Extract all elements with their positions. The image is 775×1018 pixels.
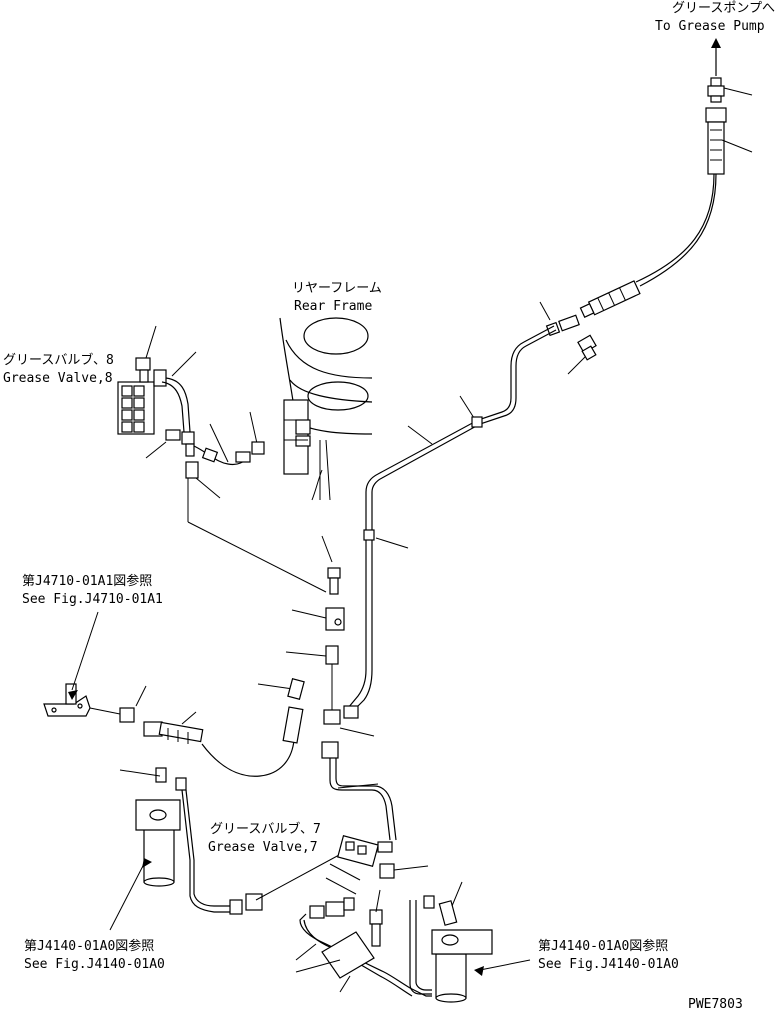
see-fig-j4710-label-jp: 第J4710-01A1図参照 bbox=[22, 573, 152, 589]
leader-line bbox=[723, 87, 753, 96]
leader-line bbox=[539, 301, 551, 321]
see-fig-j4140-left-label-en: See Fig.J4140-01A0 bbox=[24, 957, 165, 972]
see-fig-j4140-left-label-jp: 第J4140-01A0図参照 bbox=[24, 938, 154, 954]
drawing-code-label: PWE7803 bbox=[688, 997, 743, 1012]
grease-valve-7-label-jp: グリースバルブ、7 bbox=[210, 821, 321, 837]
leader-line bbox=[109, 859, 147, 931]
grease-valve-8-label-jp: グリースバルブ、8 bbox=[3, 352, 114, 368]
to-grease-pump-label-jp: グリースポンプへ bbox=[672, 1, 775, 16]
leader-line bbox=[337, 783, 379, 789]
leader-line bbox=[339, 975, 351, 993]
leader-line bbox=[393, 865, 429, 871]
leader-line bbox=[295, 959, 341, 973]
grease-valve-8 bbox=[117, 357, 167, 435]
see-fig-j4140-right-label-en: See Fig.J4140-01A0 bbox=[538, 957, 679, 972]
leader-line bbox=[567, 355, 587, 375]
rear-frame bbox=[279, 317, 373, 501]
leader-line bbox=[375, 537, 409, 549]
tube-clamp bbox=[471, 416, 483, 428]
steel-tube-main-edge bbox=[347, 325, 555, 709]
leader-arrow bbox=[68, 690, 78, 700]
leader-line bbox=[135, 685, 147, 707]
leader-line bbox=[451, 881, 463, 907]
leader-line bbox=[145, 441, 167, 459]
left-pin-boss bbox=[135, 767, 263, 915]
right-pin-boss bbox=[423, 895, 493, 1003]
grease-valve-7-label-en: Grease Valve,7 bbox=[208, 840, 318, 855]
leader-line bbox=[295, 943, 317, 961]
leader-arrow bbox=[142, 858, 152, 868]
to-pump-arrow bbox=[711, 38, 721, 76]
leader-line bbox=[195, 477, 221, 499]
left-bracket bbox=[43, 683, 91, 717]
grease-valve-7 bbox=[337, 834, 395, 879]
leader-line bbox=[255, 847, 353, 901]
lower-tubing bbox=[299, 863, 432, 997]
upper-hose bbox=[579, 107, 727, 318]
rear-frame-label-en: Rear Frame bbox=[294, 299, 372, 314]
see-fig-j4140-right-label-jp: 第J4140-01A0図参照 bbox=[538, 938, 668, 954]
leader-line bbox=[479, 959, 531, 971]
leader-line bbox=[285, 651, 327, 657]
leader-line bbox=[119, 769, 161, 777]
valve-8-tubing bbox=[161, 377, 327, 593]
grease-valve-8-label-en: Grease Valve,8 bbox=[3, 371, 113, 386]
leader-line bbox=[459, 395, 475, 419]
leader-line bbox=[181, 711, 197, 725]
tube-clamp bbox=[363, 529, 375, 541]
leader-line bbox=[291, 609, 327, 619]
see-fig-j4710-label-en: See Fig.J4710-01A1 bbox=[22, 592, 163, 607]
leader-line bbox=[321, 535, 333, 563]
to-grease-pump-label-en: To Grease Pump bbox=[655, 19, 765, 34]
leader-line bbox=[71, 611, 99, 691]
middle-fittings bbox=[321, 567, 397, 841]
rear-frame-label-jp: リヤーフレーム bbox=[292, 281, 382, 296]
leader-line bbox=[209, 423, 229, 463]
steel-tube-main bbox=[351, 329, 557, 713]
leader-line bbox=[339, 727, 375, 737]
leader-line bbox=[721, 139, 753, 153]
pump-connector-fitting bbox=[707, 77, 725, 103]
leader-line bbox=[407, 425, 433, 445]
leader-arrow bbox=[474, 966, 484, 976]
leader-line bbox=[145, 325, 157, 359]
lower-left-hose bbox=[89, 678, 305, 777]
leader-line bbox=[375, 889, 381, 913]
leader-line bbox=[171, 351, 197, 377]
clamp-fitting-upper bbox=[545, 314, 597, 361]
